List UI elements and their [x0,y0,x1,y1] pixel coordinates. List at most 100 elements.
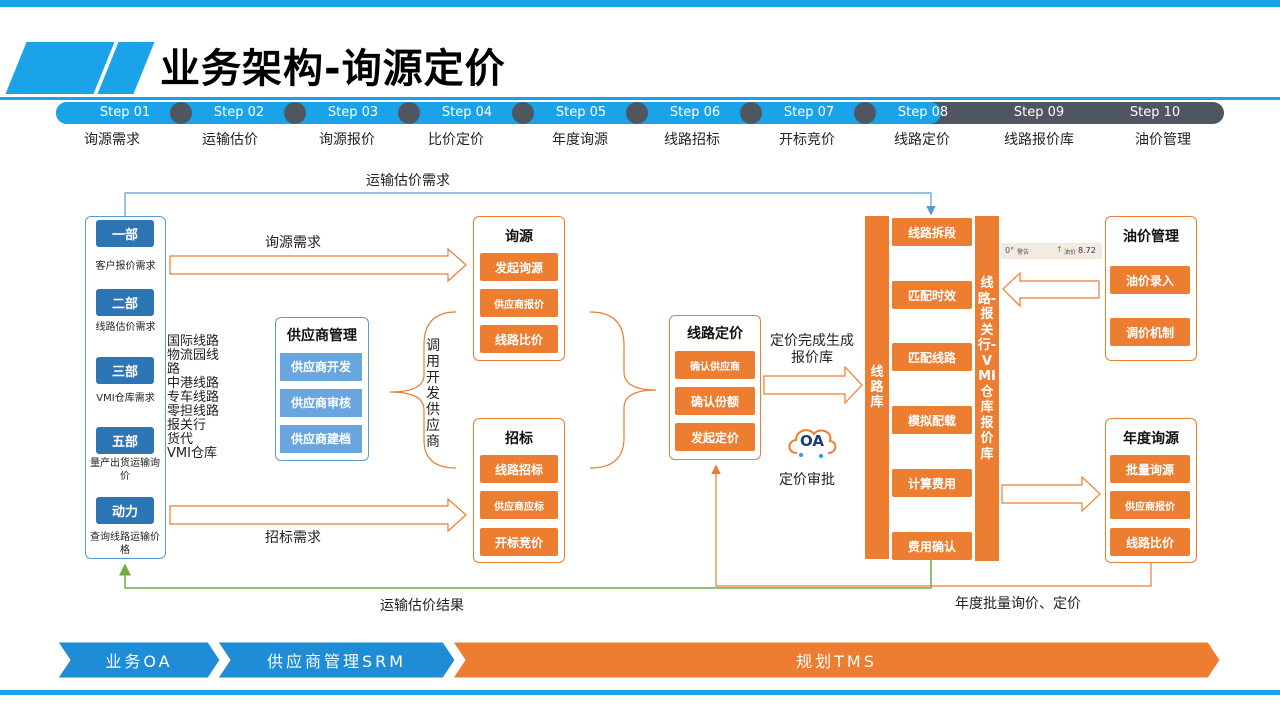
route-type: 中港线路 [167,376,220,391]
step-label[interactable]: Step 06 [669,105,721,120]
pipeline-step-timing[interactable]: 匹配时效 [892,281,972,309]
oil-mgmt-title: 油价管理 [1123,229,1179,245]
supplier-quote-button[interactable]: 供应商报价 [480,289,558,317]
supplier-dev-button[interactable]: 供应商开发 [280,353,362,381]
pricing-done-label: 定价完成生成报价库 [770,333,854,366]
step-dot [512,102,534,124]
step-label[interactable]: Step 07 [783,105,835,120]
step-dot [170,102,192,124]
dept-button[interactable]: 一部 [96,220,154,247]
route-type: 物流园线路 [167,348,220,377]
oa-system-shape [57,641,221,679]
confirm-share-button[interactable]: 确认份额 [675,387,755,415]
step-label[interactable]: Step 02 [213,105,265,120]
dept-desc: 线路估价需求 [95,322,156,333]
pipeline-step-cost[interactable]: 计算费用 [892,469,972,497]
pipeline-panel [889,216,975,559]
annual-batch-label: 年度批量询价、定价 [955,596,1081,612]
quote-lib-arrow [763,365,863,405]
annual-supplier-quote-button[interactable]: 供应商报价 [1110,491,1190,519]
dept-button[interactable]: 三部 [96,357,154,384]
step-name: 询源需求 [84,132,140,148]
pipeline-step-route[interactable]: 匹配线路 [892,343,972,371]
start-pricing-button[interactable]: 发起定价 [675,423,755,451]
quote-lib-label: 线路-报关行-VMI仓库报价库 [977,276,997,462]
price-adjust-button[interactable]: 调价机制 [1110,318,1190,346]
pipeline-step-confirm[interactable]: 费用确认 [892,532,972,560]
tender-demand-label: 招标需求 [265,530,321,546]
oil-up-icon: ↑ [1056,245,1063,254]
step-name: 线路招标 [664,132,720,148]
step-label[interactable]: Step 01 [99,105,151,120]
step-dot [398,102,420,124]
oa-cloud-icon [788,429,837,458]
call-supplier-text: 调用开发供应商 [426,338,440,450]
tender-title: 招标 [505,431,533,447]
step-label[interactable]: Step 08 [897,105,949,120]
supplier-audit-button[interactable]: 供应商审核 [280,389,362,417]
transport-demand-label: 运输估价需求 [366,173,450,189]
supplier-brace [389,311,457,469]
supplier-file-button[interactable]: 供应商建档 [280,425,362,453]
oil-entry-button[interactable]: 油价录入 [1110,266,1190,294]
header-underline [0,97,1280,100]
dept-button[interactable]: 动力 [96,497,154,524]
oil-widget-warning: 警告 [1017,249,1030,256]
route-type: 国际线路 [167,334,220,349]
route-type: 货代 [167,432,194,447]
oil-price-widget: 0° 警告 ↑ 油价 8.72 [1001,243,1102,259]
transport-result-label: 运输估价结果 [380,598,464,614]
step-label[interactable]: Step 03 [327,105,379,120]
tms-system-shape [452,641,1221,679]
route-type: 专车线路 [167,390,220,405]
annual-route-compare-button[interactable]: 线路比价 [1110,528,1190,556]
dept-desc: VMI仓库需求 [96,393,155,404]
route-type: 零担线路 [167,404,220,419]
srm-system-shape [217,641,456,679]
supplier-bid-button[interactable]: 供应商应标 [480,491,558,519]
step-label[interactable]: Step 05 [555,105,607,120]
dept-desc: 查询线路运输价格 [90,532,160,556]
oa-system-label[interactable]: 业务OA [105,652,173,671]
supplier-mgmt-title: 供应商管理 [287,328,357,344]
tms-system-label[interactable]: 规划TMS [796,652,877,671]
oa-logo-text: OA [800,432,824,450]
transport-demand-line [124,192,936,216]
footer-bar [0,690,1280,695]
tender-demand-arrow [169,497,467,533]
srm-system-label[interactable]: 供应商管理SRM [266,652,407,671]
pipeline-step-split[interactable]: 线路拆段 [892,218,972,246]
oil-widget-value: 8.72 [1078,246,1096,255]
open-bid-button[interactable]: 开标竞价 [480,528,558,556]
oil-to-lib-arrow [1002,271,1100,308]
step-name: 开标竞价 [779,132,835,148]
step-name: 询源报价 [319,132,375,148]
pricing-title: 线路定价 [687,326,743,342]
oa-approval-label: 定价审批 [779,472,835,488]
page-title: 业务架构-询源定价 [160,46,506,92]
step-name: 线路定价 [894,132,950,148]
dept-button[interactable]: 二部 [96,289,154,316]
step-label[interactable]: Step 10 [1129,105,1181,120]
step-name: 油价管理 [1135,132,1191,148]
lib-to-annual-arrow [1001,475,1101,513]
annual-pricing-line [711,464,1152,587]
route-compare-button[interactable]: 线路比价 [480,325,558,353]
route-type: 报关行 [167,418,207,433]
step-label[interactable]: Step 04 [441,105,493,120]
step-dot [1084,102,1106,124]
dept-button[interactable]: 五部 [96,427,154,454]
step-dot [968,102,990,124]
confirm-supplier-button[interactable]: 确认供应商 [675,351,755,379]
start-inquiry-button[interactable]: 发起询源 [480,253,558,281]
oil-widget-angle: 0° [1005,246,1015,255]
pipeline-step-load[interactable]: 模拟配载 [892,406,972,434]
batch-inquiry-button[interactable]: 批量询源 [1110,455,1190,483]
route-tender-button[interactable]: 线路招标 [480,455,558,483]
step-label[interactable]: Step 09 [1013,105,1065,120]
step-name: 年度询源 [552,132,608,148]
route-type: VMI仓库 [167,446,217,461]
step-dot [626,102,648,124]
